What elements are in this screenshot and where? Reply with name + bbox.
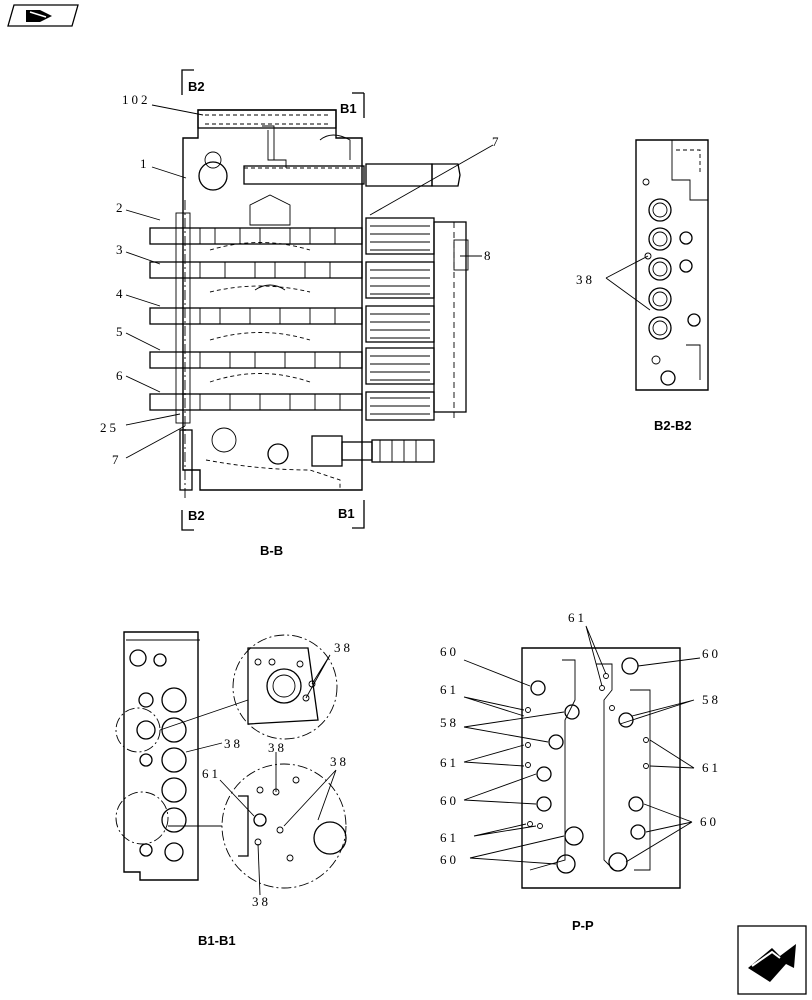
section-mark-b1-bottom: B1 <box>338 506 355 521</box>
callout: 61 <box>568 610 587 625</box>
view-title-b1b1: B1-B1 <box>198 933 236 948</box>
forward-arrow-icon[interactable] <box>737 925 807 995</box>
callout: 58 <box>440 715 459 730</box>
view-b1b1 <box>115 631 347 896</box>
callout: 60 <box>440 644 459 659</box>
callout: 38 <box>268 740 287 755</box>
view-title-b2b2: B2-B2 <box>654 418 692 433</box>
callout: 7 <box>112 452 122 467</box>
back-arrow-icon[interactable] <box>7 4 79 27</box>
callout: 38 <box>330 754 349 769</box>
callout: 102 <box>122 92 151 107</box>
callout: 60 <box>700 814 719 829</box>
callout: 1 <box>140 156 150 171</box>
callout: 61 <box>440 830 459 845</box>
callout: 7 <box>492 134 502 149</box>
callout: 38 <box>252 894 271 909</box>
view-b2b2 <box>605 139 709 391</box>
callout: 8 <box>484 248 494 263</box>
callout: 61 <box>440 682 459 697</box>
callout: 3 <box>116 242 126 257</box>
callout: 38 <box>576 272 595 287</box>
callout: 58 <box>702 692 721 707</box>
view-bb <box>149 69 469 531</box>
callout: 60 <box>440 852 459 867</box>
callout: 4 <box>116 286 126 301</box>
callout: 61 <box>440 755 459 770</box>
view-pp <box>463 625 701 889</box>
callout: 38 <box>224 736 243 751</box>
section-mark-b2-top: B2 <box>188 79 205 94</box>
section-mark-b1-top: B1 <box>340 101 357 116</box>
bb-leaders <box>125 104 494 459</box>
section-mark-b2-bottom: B2 <box>188 508 205 523</box>
callout: 60 <box>440 793 459 808</box>
callout: 5 <box>116 324 126 339</box>
callout: 6 <box>116 368 126 383</box>
view-title-pp: P-P <box>572 918 594 933</box>
view-title-bb: B-B <box>260 543 283 558</box>
callout: 61 <box>702 760 721 775</box>
callout: 25 <box>100 420 119 435</box>
callout: 61 <box>202 766 221 781</box>
callout: 60 <box>702 646 721 661</box>
callout: 2 <box>116 200 126 215</box>
callout: 38 <box>334 640 353 655</box>
